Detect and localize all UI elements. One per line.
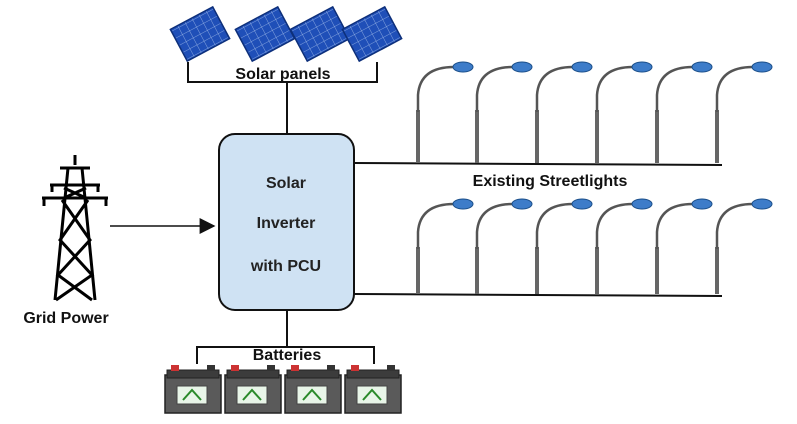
streetlight-icon xyxy=(475,61,533,163)
battery-icon xyxy=(284,365,342,414)
streetlight-feed-line-bottom xyxy=(353,293,723,297)
streetlight-feed-line-top xyxy=(353,162,723,166)
streetlight-icon xyxy=(416,61,474,163)
solar-panel-icon xyxy=(169,5,231,63)
streetlight-icon xyxy=(655,198,713,294)
streetlights-row-top xyxy=(416,61,773,163)
battery-icon xyxy=(344,365,402,414)
solar-panel-icon xyxy=(234,5,296,63)
solar-panel-icon xyxy=(341,5,403,63)
streetlight-icon xyxy=(416,198,474,294)
streetlight-icon xyxy=(535,198,593,294)
battery-icon xyxy=(164,365,222,414)
streetlight-icon xyxy=(595,198,653,294)
inverter-label-line2: Inverter xyxy=(257,215,316,232)
inverter-label-line1: Solar xyxy=(266,175,306,192)
existing-streetlights-label: Existing Streetlights xyxy=(473,173,628,190)
battery-icon xyxy=(224,365,282,414)
inverter-label-line3: with PCU xyxy=(250,258,321,275)
streetlight-icon xyxy=(535,61,593,163)
grid-power-label: Grid Power xyxy=(23,310,108,327)
batteries-brace xyxy=(196,310,375,364)
solar-panels-brace xyxy=(187,62,378,134)
solar-panels-label: Solar panels xyxy=(235,66,330,83)
solar-panel-icon xyxy=(289,5,351,63)
batteries-label: Batteries xyxy=(253,347,322,364)
batteries-group xyxy=(164,365,402,414)
streetlight-icon xyxy=(715,61,773,163)
streetlight-icon xyxy=(475,198,533,294)
streetlight-icon xyxy=(715,198,773,294)
streetlight-icon xyxy=(595,61,653,163)
streetlight-icon xyxy=(655,61,713,163)
streetlights-row-bottom xyxy=(416,198,773,294)
solar-panels-group xyxy=(169,5,403,63)
transmission-tower-icon xyxy=(42,155,108,302)
